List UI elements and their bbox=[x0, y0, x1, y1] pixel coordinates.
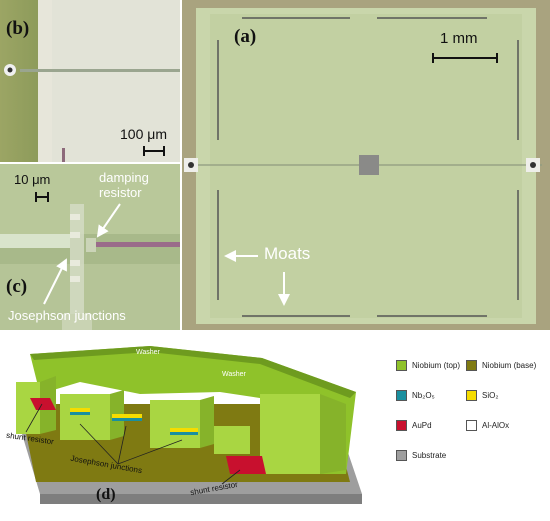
legend-label: Nb₂O₅ bbox=[412, 391, 435, 400]
legend-label: Al-AlOx bbox=[482, 421, 510, 430]
panel-c-image bbox=[0, 164, 180, 330]
panel-d-cross-section: Washer Washer shunt resistor Josephson j… bbox=[0, 334, 380, 521]
panel-a-scale-label: 1 mm bbox=[440, 30, 478, 47]
panel-a-image bbox=[182, 0, 550, 330]
moats-label: Moats bbox=[264, 244, 311, 263]
legend-swatch bbox=[396, 420, 407, 431]
legend-swatch bbox=[396, 450, 407, 461]
panel-d-illustration bbox=[16, 346, 362, 504]
damping-resistor-label: damping resistor bbox=[99, 170, 149, 200]
legend-item-substrate: Substrate bbox=[396, 450, 446, 461]
washer-label-right: Washer bbox=[222, 371, 246, 378]
legend-item-nb2o5: Nb₂O₅ bbox=[396, 390, 435, 401]
washer-label-left: Washer bbox=[136, 349, 160, 356]
panel-c-scale-bar bbox=[35, 192, 49, 202]
panel-a-scale-bar bbox=[432, 53, 498, 63]
panel-b-scale-bar bbox=[143, 146, 165, 156]
legend-item-niobium-top: Niobium (top) bbox=[396, 360, 460, 371]
legend-swatch bbox=[466, 360, 477, 371]
legend: Niobium (top) Niobium (base) Nb₂O₅ SiO₂ … bbox=[396, 360, 546, 470]
legend-label: Substrate bbox=[412, 451, 447, 460]
panel-b-label: (b) bbox=[6, 18, 30, 39]
panel-a-label: (a) bbox=[234, 26, 257, 47]
panel-c-micrograph: 10 μm damping resistor (c) Josephson jun… bbox=[0, 164, 180, 330]
legend-item-sio2: SiO₂ bbox=[466, 390, 498, 401]
panel-d-label: (d) bbox=[96, 486, 116, 503]
legend-item-al-alox: Al-AlOx bbox=[466, 420, 509, 431]
legend-swatch bbox=[466, 390, 477, 401]
legend-label: Niobium (top) bbox=[412, 361, 461, 370]
legend-label: AuPd bbox=[412, 421, 432, 430]
legend-swatch bbox=[396, 360, 407, 371]
moats-arrows bbox=[224, 250, 290, 306]
legend-swatch bbox=[396, 390, 407, 401]
panel-c-arrows bbox=[43, 203, 121, 305]
josephson-junctions-label: Josephson junctions bbox=[8, 308, 126, 323]
legend-label: SiO₂ bbox=[482, 391, 499, 400]
legend-label: Niobium (base) bbox=[482, 361, 537, 370]
panel-c-label: (c) bbox=[6, 276, 28, 297]
legend-item-aupd: AuPd bbox=[396, 420, 432, 431]
legend-swatch bbox=[466, 420, 477, 431]
panel-b-image bbox=[0, 0, 180, 162]
panel-a-micrograph: (a) 1 mm Moats bbox=[182, 0, 550, 330]
panel-c-scale-label: 10 μm bbox=[14, 172, 51, 187]
legend-item-niobium-base: Niobium (base) bbox=[466, 360, 536, 371]
panel-b-micrograph: (b) 100 μm bbox=[0, 0, 180, 162]
panel-b-scale-label: 100 μm bbox=[120, 126, 167, 142]
